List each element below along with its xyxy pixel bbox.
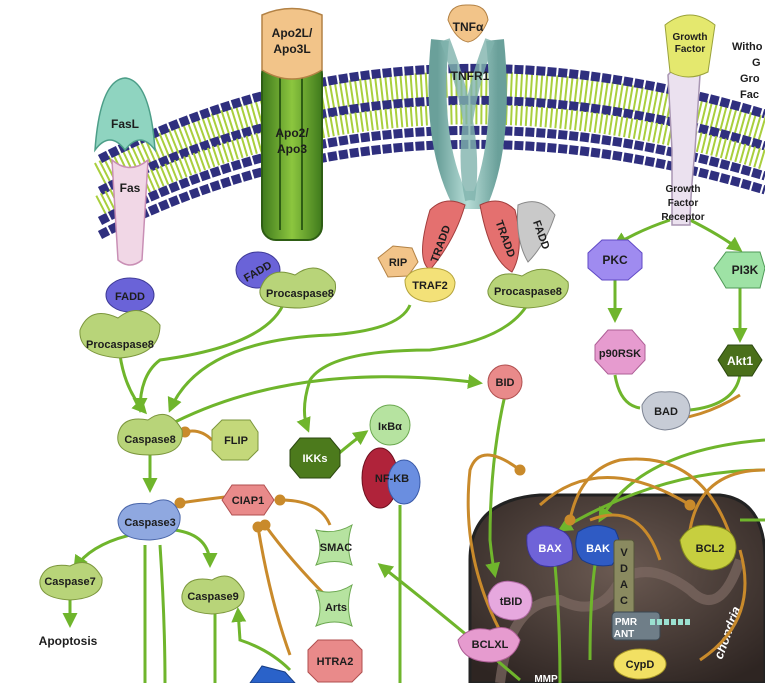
pi3k-label: PI3K <box>732 263 759 277</box>
caspase7-label: Caspase7 <box>44 576 95 588</box>
flip-label: FLIP <box>224 435 248 447</box>
ant-label: ANT <box>614 629 635 640</box>
smac-label: SMAC <box>320 542 352 554</box>
rip-label: RIP <box>389 257 407 269</box>
bid-label: BID <box>496 377 515 389</box>
fadd-1-label: FADD <box>115 291 145 303</box>
procaspase8-3-label: Procaspase8 <box>494 286 562 298</box>
fas-label: Fas <box>120 181 141 195</box>
tnfr1-receptor: TNFα TNFR1 TRADD TRADD FADD RIP TRAF2 Pr… <box>378 5 568 308</box>
ikks-label: IKKs <box>302 453 327 465</box>
pmr-label: PMR <box>615 617 638 628</box>
fasl-ligand <box>95 78 155 150</box>
bcl2-label: BCL2 <box>696 543 725 555</box>
caspase8-label: Caspase8 <box>124 434 175 446</box>
procaspase8-2-label: Procaspase8 <box>266 288 334 300</box>
cypd-label: CypD <box>626 659 655 671</box>
tnfa-label: TNFα <box>453 20 484 34</box>
akt1-label: Akt1 <box>727 354 753 368</box>
bad-label: BAD <box>654 406 678 418</box>
bax-label: BAX <box>538 543 562 555</box>
apo2-receptor: Apo2L/Apo3L Apo2/Apo3 FADD Procaspase8 <box>236 9 336 309</box>
htra2-label: HTRA2 <box>317 656 354 668</box>
fas-receptor: FasL Fas FADD Procaspase8 <box>80 78 160 358</box>
bclxl-label: BCLXL <box>472 639 509 651</box>
p90rsk-label: p90RSK <box>599 348 641 360</box>
mmp-label: MMP <box>534 674 558 683</box>
bak-label: BAK <box>586 543 610 555</box>
procaspase8-1-label: Procaspase8 <box>86 339 154 351</box>
nfkb-label: NF-KB <box>375 473 409 485</box>
caspase9-label: Caspase9 <box>187 591 238 603</box>
apoptosis-label: Apoptosis <box>39 634 98 648</box>
traf2-label: TRAF2 <box>412 280 447 292</box>
tbid-label: tBID <box>500 596 523 608</box>
ikba-label: IκBα <box>378 421 402 433</box>
caspase3-label: Caspase3 <box>124 517 175 529</box>
ciap1-label: CIAP1 <box>232 495 264 507</box>
fasl-label: FasL <box>111 117 139 131</box>
arts-label: Arts <box>325 602 347 614</box>
pkc-label: PKC <box>602 253 628 267</box>
cytoplasm-nodes: BID Caspase8 FLIP IKKs IκBα NF-KB Caspas… <box>39 365 522 683</box>
tnfr1-label: TNFR1 <box>451 69 490 83</box>
